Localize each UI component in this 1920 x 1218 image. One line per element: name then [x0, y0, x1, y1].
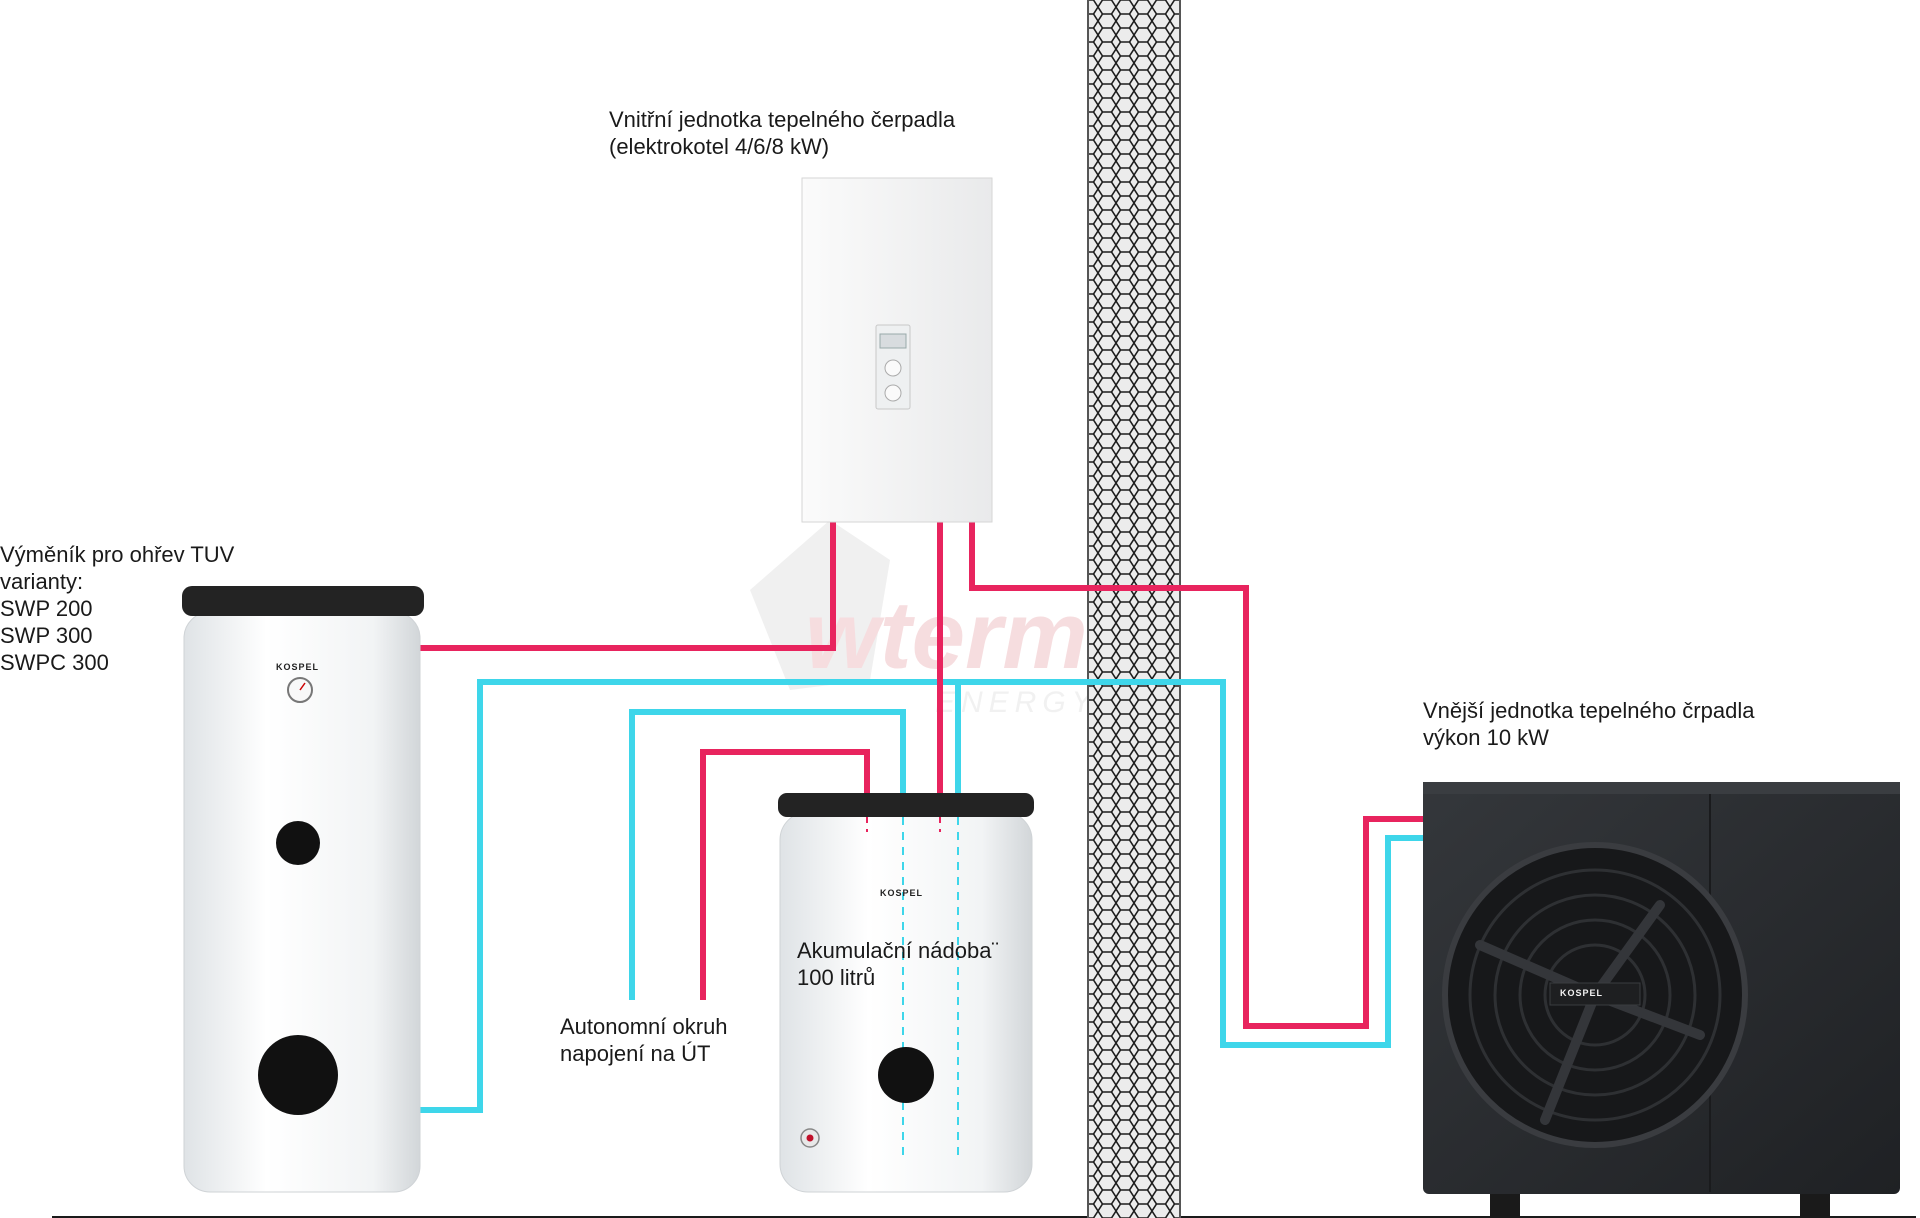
watermark-main-text: wterm [805, 582, 1088, 689]
autonomous-circuit-label: Autonomní okruh napojení na ÚT [560, 1013, 728, 1067]
hot-pipe-indoor-to-exchanger [420, 522, 836, 651]
watermark: wterm ENERGY [750, 520, 1098, 719]
outdoor-unit-label: Vnější jednotka tepelného črpadla výkon … [1423, 697, 1754, 751]
exchanger-label-line-1: Výměník pro ohřev TUV [0, 542, 235, 567]
exchanger-label: Výměník pro ohřev TUV varianty: SWP 200 … [0, 541, 234, 676]
hot-pipe-indoor-to-outdoor [969, 522, 1423, 1029]
exchanger-label-line-2: varianty: [0, 569, 84, 594]
inspection-port-upper [276, 821, 320, 865]
autonomous-circuit-label-line-2: napojení na ÚT [560, 1041, 711, 1066]
outdoor-unit-brand-logo: KOSPEL [1560, 988, 1604, 998]
exchanger-label-line-3: SWP 200 [0, 596, 93, 621]
accumulation-tank-label-line-1: Akumulační nádoba¨ [797, 938, 999, 963]
accumulation-tank-label: Akumulační nádoba¨ 100 litrů [797, 937, 999, 991]
watermark-sub-text: ENERGY [935, 686, 1098, 719]
indoor-unit-label-line-2: (elektrokotel 4/6/8 kW) [609, 134, 830, 159]
inspection-port-lower [258, 1035, 338, 1115]
outdoor-unit-label-line-2: výkon 10 kW [1423, 725, 1549, 750]
exchanger-brand-logo: KOSPEL [276, 662, 320, 672]
control-knob-top [884, 359, 902, 377]
insulated-wall [1087, 0, 1181, 1218]
tank-brand-logo: KOSPEL [880, 888, 924, 898]
outdoor-unit-foot-left [1490, 1192, 1520, 1216]
exchanger-label-line-5: SWPC 300 [0, 650, 109, 675]
accumulation-tank-label-line-2: 100 litrů [797, 965, 876, 990]
pipe-network [420, 522, 1423, 1113]
cold-pipe-exchanger-to-outdoor [420, 679, 1423, 1113]
autonomous-circuit-label-line-1: Autonomní okruh [560, 1014, 728, 1039]
tank-inspection-port [878, 1047, 934, 1103]
indoor-unit [801, 177, 993, 523]
cold-pipe-autonomous-circuit [629, 709, 906, 1000]
control-knob-bottom [884, 384, 902, 402]
exchanger-label-line-4: SWP 300 [0, 623, 93, 648]
display-screen [879, 333, 907, 349]
indoor-unit-label-line-1: Vnitřní jednotka tepelného čerpadla [609, 107, 956, 132]
outdoor-unit-label-line-1: Vnější jednotka tepelného črpadla [1423, 698, 1755, 723]
accumulation-tank [778, 793, 1034, 1193]
outdoor-unit-foot-right [1800, 1192, 1830, 1216]
outdoor-unit [1423, 782, 1900, 1216]
hot-water-exchanger-tank [182, 586, 424, 1193]
hot-pipe-autonomous-circuit [700, 749, 870, 1000]
fan-grille-icon [1442, 842, 1748, 1148]
indoor-unit-label: Vnitřní jednotka tepelného čerpadla (ele… [609, 106, 955, 160]
